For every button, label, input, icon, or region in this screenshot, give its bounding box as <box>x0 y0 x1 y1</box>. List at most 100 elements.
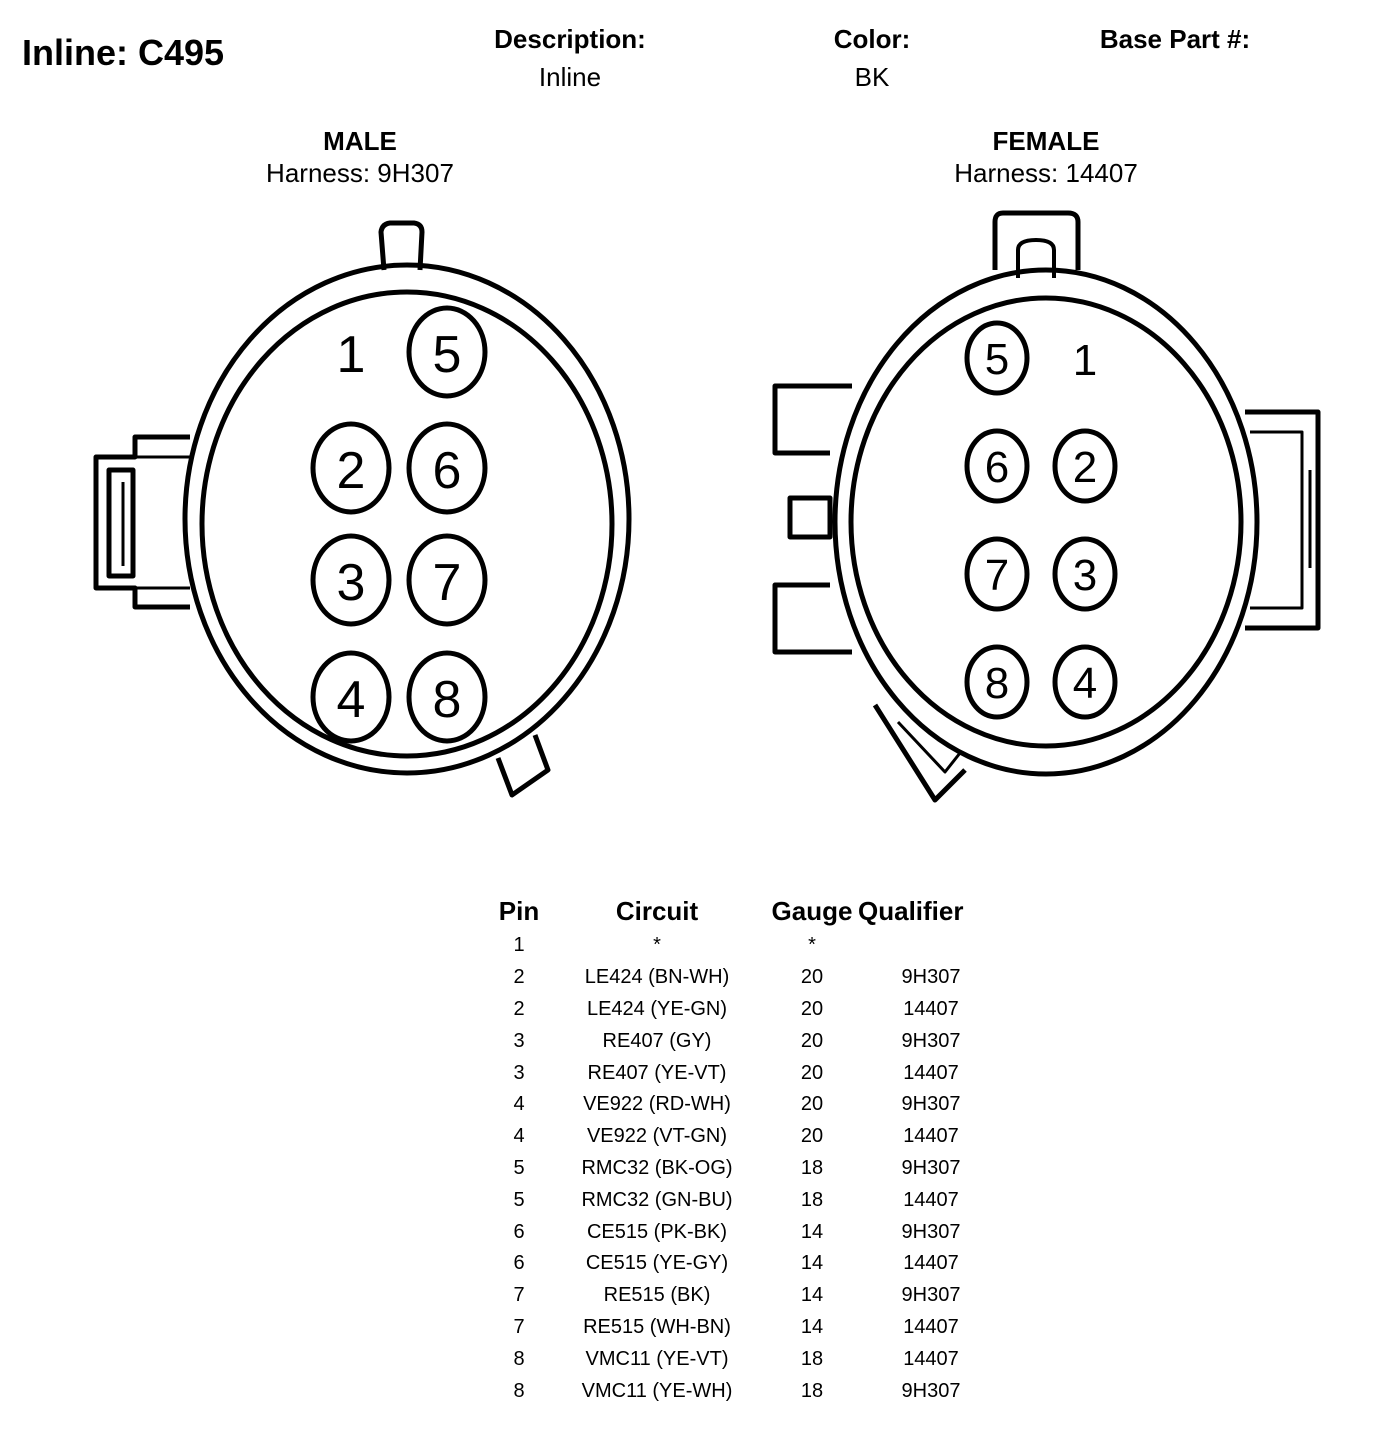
cell-pin: 4 <box>513 1093 525 1116</box>
cell-qualifier: 14407 <box>903 1061 959 1084</box>
male-pin-4-circle <box>310 650 392 744</box>
header-pin: Pin <box>498 895 540 926</box>
cell-qualifier: 9H307 <box>901 1379 961 1402</box>
cell-gauge: 20 <box>800 966 824 989</box>
cell-circuit: RMC32 (GN-BU) <box>581 1188 733 1211</box>
female-connector <box>772 210 1321 803</box>
cell-circuit: RE515 (BK) <box>603 1284 711 1307</box>
male-pin-2-circle <box>310 421 392 515</box>
table-row: 1** <box>490 930 986 962</box>
female-pin-8-label: 8 <box>985 659 1009 708</box>
female-pin-2-circle <box>1052 428 1118 504</box>
description-value: Inline <box>538 62 602 92</box>
cell-pin: 8 <box>513 1379 525 1402</box>
cell-qualifier: 14407 <box>903 1315 959 1338</box>
cell-gauge: 18 <box>800 1188 824 1211</box>
cell-gauge: 20 <box>800 997 824 1020</box>
cell-circuit: VE922 (VT-GN) <box>586 1125 728 1148</box>
female-pin-7-circle <box>964 536 1030 612</box>
cell-circuit: LE424 (YE-GN) <box>586 997 728 1020</box>
male-harness: Harness: 9H307 <box>266 158 454 188</box>
female-pin-3-circle <box>1052 536 1118 612</box>
pinout-table-header: Pin Circuit Gauge Qualifier <box>490 892 986 930</box>
cell-pin: 2 <box>513 966 525 989</box>
cell-qualifier <box>858 930 986 962</box>
cell-circuit: VE922 (RD-WH) <box>583 1093 731 1116</box>
cell-circuit: LE424 (BN-WH) <box>584 966 730 989</box>
cell-circuit: VMC11 (YE-WH) <box>581 1379 733 1402</box>
male-pin-8-circle <box>406 650 488 744</box>
base-part-label: Base Part #: <box>1099 24 1251 54</box>
cell-qualifier: 14407 <box>903 997 959 1020</box>
cell-pin: 8 <box>513 1347 525 1370</box>
cell-gauge: 20 <box>800 1061 824 1084</box>
male-pin-1-label: 1 <box>337 326 366 384</box>
cell-pin: 4 <box>513 1125 525 1148</box>
table-row: 6 CE515 (PK-BK) 14 9H307 <box>490 1216 986 1248</box>
table-row: 8 VMC11 (YE-WH) 18 9H307 <box>490 1375 986 1407</box>
table-row: 2 LE424 (YE-GN) 20 14407 <box>490 994 986 1026</box>
cell-gauge: 14 <box>800 1284 824 1307</box>
male-pin-7-label: 7 <box>433 554 462 612</box>
male-pin-5-label: 5 <box>433 326 462 384</box>
connector-diagram: 1 2 3 4 5 6 7 8 1 2 3 4 5 6 7 8 <box>93 210 1321 803</box>
female-pin-5-circle <box>964 320 1030 396</box>
cell-gauge: 18 <box>800 1379 824 1402</box>
male-label: MALE <box>323 126 397 156</box>
female-pin-8-circle <box>964 644 1030 720</box>
cell-pin: 7 <box>513 1315 525 1338</box>
color-label: Color: <box>833 24 911 54</box>
table-row: 5 RMC32 (GN-BU) 18 14407 <box>490 1184 986 1216</box>
page-title: Inline: C495 <box>22 32 225 73</box>
header-circuit: Circuit <box>615 895 699 926</box>
header-gauge: Gauge <box>771 895 853 926</box>
cell-qualifier: 14407 <box>903 1347 959 1370</box>
cell-gauge: 20 <box>800 1029 824 1052</box>
cell-gauge: 20 <box>800 1125 824 1148</box>
cell-pin: 5 <box>513 1188 525 1211</box>
table-row: 7 RE515 (BK) 14 9H307 <box>490 1280 986 1312</box>
cell-circuit: RE407 (GY) <box>602 1029 712 1052</box>
cell-gauge: 14 <box>800 1220 824 1243</box>
male-pin-4-label: 4 <box>337 671 366 729</box>
female-pin-6-circle <box>964 428 1030 504</box>
cell-pin: 7 <box>513 1284 525 1307</box>
cell-qualifier: 9H307 <box>901 1093 961 1116</box>
cell-pin: 6 <box>513 1220 525 1243</box>
color-value: BK <box>854 62 890 92</box>
cell-circuit: RE515 (WH-BN) <box>583 1315 731 1338</box>
female-pin-5-label: 5 <box>985 335 1009 384</box>
female-harness: Harness: 14407 <box>954 158 1138 188</box>
female-pin-4-circle <box>1052 644 1118 720</box>
male-pin-5-circle <box>406 305 488 399</box>
male-pin-8-label: 8 <box>433 671 462 729</box>
cell-gauge: 18 <box>800 1156 824 1179</box>
male-pin-6-circle <box>406 421 488 515</box>
description-label: Description: <box>494 24 646 54</box>
header-qualifier: Qualifier <box>858 895 964 926</box>
cell-pin: 1 <box>513 934 525 957</box>
cell-circuit: CE515 (PK-BK) <box>586 1220 728 1243</box>
cell-pin: 2 <box>513 997 525 1020</box>
male-pin-7-circle <box>406 533 488 627</box>
cell-qualifier: 9H307 <box>901 1284 961 1307</box>
cell-circuit: * <box>653 934 661 957</box>
female-pin-7-label: 7 <box>985 551 1009 600</box>
cell-pin: 6 <box>513 1252 525 1275</box>
female-pin-1-label: 1 <box>1073 336 1097 385</box>
male-pin-6-label: 6 <box>433 442 462 500</box>
cell-qualifier: 9H307 <box>901 1156 961 1179</box>
cell-qualifier: 9H307 <box>901 1029 961 1052</box>
cell-qualifier: 14407 <box>903 1188 959 1211</box>
female-pin-3-label: 3 <box>1073 551 1097 600</box>
cell-qualifier: 9H307 <box>901 1220 961 1243</box>
cell-circuit: CE515 (YE-GY) <box>585 1252 729 1275</box>
cell-pin: 3 <box>513 1061 525 1084</box>
